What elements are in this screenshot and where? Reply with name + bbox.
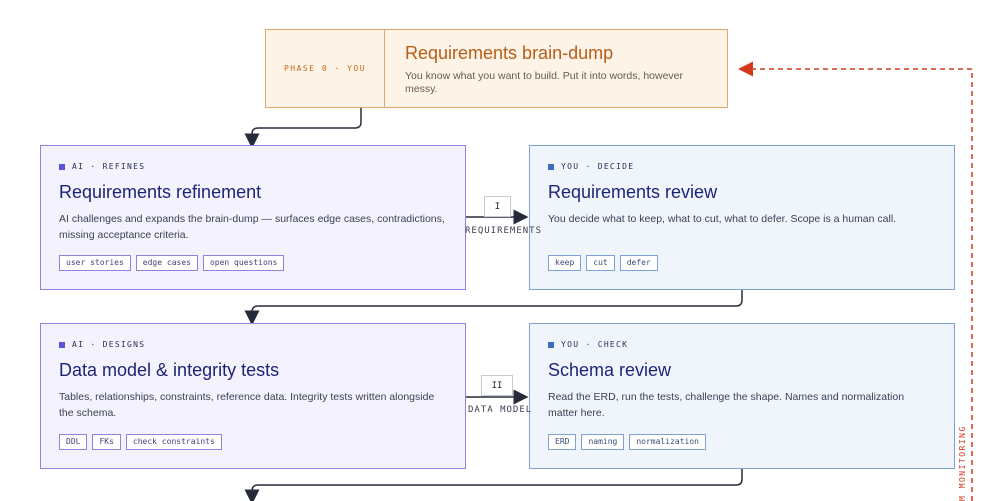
card-tag: AI · DESIGNS [59,340,447,349]
feedback-label: M MONITORING [958,425,967,501]
chip: cut [586,255,615,271]
card-title: Data model & integrity tests [59,360,280,380]
card-schema-review: YOU · CHECK Schema review Read the ERD, … [529,323,955,469]
card-requirements-refinement: AI · REFINES Requirements refinement AI … [40,145,466,290]
chip: defer [619,255,658,271]
chip-row: ERD naming normalization [548,434,706,450]
connector-schema-to-next [244,469,743,501]
ai-square-icon [59,341,65,348]
card-tag: YOU · DECIDE [548,162,936,171]
connector-review-to-datamodel [244,290,743,326]
card-title: Requirements review [548,182,718,202]
card-description: You decide what to keep, what to cut, wh… [548,213,897,225]
card-requirements-review: YOU · DECIDE Requirements review You dec… [529,145,955,290]
chip: user stories [59,255,131,271]
handoff-label-1: REQUIREMENTS [465,226,543,236]
chip-row: keep cut defer [548,255,658,271]
phase0-label: PHASE 0 · YOU [266,30,385,107]
chip: edge cases [135,255,198,271]
you-square-icon [548,341,554,348]
phase0-description: You know what you want to build. Put it … [405,70,684,95]
you-square-icon [548,163,554,170]
card-description: AI challenges and expands the brain-dump… [59,213,445,241]
chip: normalization [629,434,706,450]
chip-row: DDL FKs check constraints [59,434,222,450]
phase0-title: Requirements brain-dump [405,43,614,63]
card-description: Tables, relationships, constraints, refe… [59,391,435,419]
ai-square-icon [59,163,65,170]
chip: DDL [59,434,88,450]
card-title: Schema review [548,360,672,380]
card-title: Requirements refinement [59,182,262,202]
chip: ERD [548,434,577,450]
card-data-model: AI · DESIGNS Data model & integrity test… [40,323,466,469]
chip: open questions [202,255,285,271]
chip: naming [581,434,625,450]
chip: keep [548,255,582,271]
card-tag: AI · REFINES [59,162,447,171]
phase0-box: PHASE 0 · YOU Requirements brain-dump Yo… [265,29,728,108]
chip: check constraints [125,434,222,450]
connector-phase0-to-refinement [244,108,362,149]
handoff-badge-1: I [484,196,511,217]
handoff-badge-2: II [481,375,513,396]
card-description: Read the ERD, run the tests, challenge t… [548,391,905,419]
chip-row: user stories edge cases open questions [59,255,285,271]
handoff-label-2: DATA MODEL [468,405,533,415]
card-tag: YOU · CHECK [548,340,936,349]
chip: FKs [92,434,121,450]
